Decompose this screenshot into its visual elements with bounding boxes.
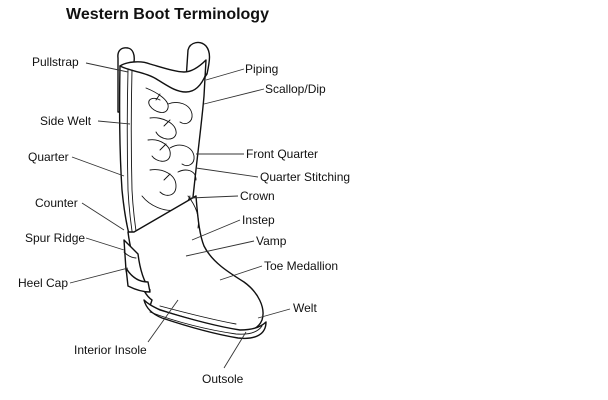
label-spur-ridge: Spur Ridge bbox=[25, 231, 86, 245]
leader-interior-insole bbox=[147, 299, 179, 343]
label-outsole: Outsole bbox=[202, 372, 244, 386]
label-counter: Counter bbox=[35, 196, 78, 210]
leader-counter bbox=[81, 202, 125, 231]
label-side-welt: Side Welt bbox=[40, 114, 92, 128]
leader-crown bbox=[189, 195, 239, 199]
leader-spur-ridge bbox=[85, 237, 125, 251]
leader-quarter-stitching bbox=[195, 167, 259, 178]
boot-foot bbox=[123, 195, 267, 340]
label-quarter-stitching: Quarter Stitching bbox=[260, 170, 351, 184]
label-crown: Crown bbox=[240, 189, 275, 203]
label-quarter: Quarter bbox=[28, 150, 69, 164]
label-scallop-dip: Scallop/Dip bbox=[265, 82, 326, 96]
leader-vamp bbox=[185, 240, 255, 257]
label-front-quarter: Front Quarter bbox=[246, 147, 319, 161]
leader-quarter bbox=[71, 156, 125, 177]
label-vamp: Vamp bbox=[256, 234, 287, 248]
label-heel-cap: Heel Cap bbox=[18, 276, 69, 290]
leader-side-welt bbox=[97, 120, 131, 125]
leader-heel-cap bbox=[69, 267, 129, 284]
label-welt: Welt bbox=[293, 301, 317, 315]
label-piping: Piping bbox=[245, 62, 279, 76]
leader-toe-medallion bbox=[219, 265, 263, 281]
leader-scallop bbox=[203, 88, 265, 105]
page-title: Western Boot Terminology bbox=[66, 6, 269, 23]
leader-lines bbox=[69, 62, 291, 369]
label-pullstrap: Pullstrap bbox=[32, 55, 79, 69]
leader-piping bbox=[205, 68, 245, 81]
leader-instep bbox=[191, 219, 241, 241]
label-toe-medallion: Toe Medallion bbox=[264, 259, 339, 273]
label-interior-insole: Interior Insole bbox=[74, 343, 147, 357]
leader-outsole bbox=[223, 331, 247, 369]
label-instep: Instep bbox=[242, 213, 275, 227]
leader-welt bbox=[257, 308, 291, 319]
leader-pullstrap bbox=[85, 62, 129, 73]
boot-shaft bbox=[117, 41, 211, 245]
